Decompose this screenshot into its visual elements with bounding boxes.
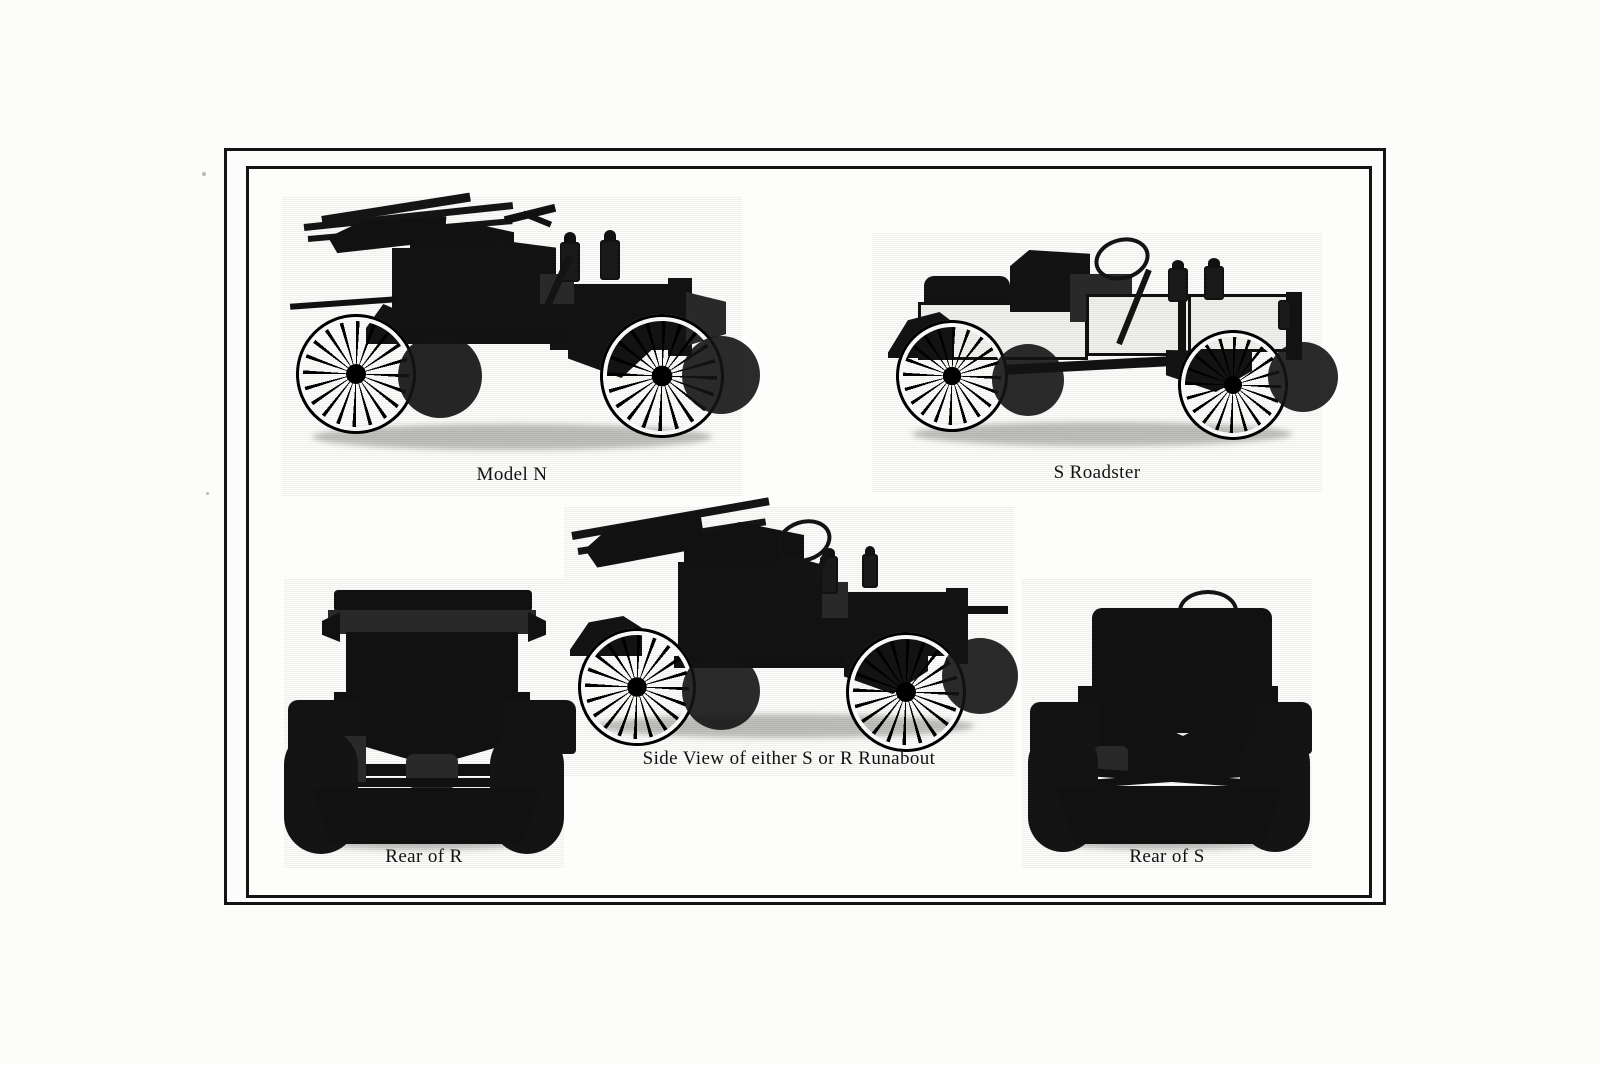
rear-deck-rail [289, 296, 397, 310]
photo-model-n [282, 192, 760, 496]
spring-leaf [314, 778, 546, 787]
figure-rear-of-r: Rear of R [284, 578, 576, 868]
photo-side-view-runabout [564, 497, 1018, 776]
body-side-panel [1086, 294, 1196, 356]
scan-speck [202, 172, 206, 176]
top-bow-end [528, 612, 546, 642]
caption-model-n: Model N [476, 464, 548, 485]
side-lamp-icon [862, 554, 878, 588]
side-lamp-icon [824, 548, 835, 558]
seat-back-panel [1092, 608, 1272, 690]
side-lamp-icon [604, 230, 616, 242]
caption-rear-of-s: Rear of S [1129, 846, 1205, 867]
offside-rear-wheel [992, 344, 1064, 416]
rear-apron [312, 788, 540, 844]
turtle-deck [924, 276, 1010, 306]
rear-apron [1056, 786, 1282, 844]
side-lamp-icon [1208, 258, 1220, 268]
side-lamp-icon [1168, 268, 1188, 302]
front-bumper-rail [964, 606, 1008, 614]
offside-rear-wheel [398, 334, 482, 418]
figure-side-view-runabout: Side View of either S or R Runabout [564, 497, 1018, 776]
caption-side-view-runabout: Side View of either S or R Runabout [642, 748, 936, 769]
head-lamp-icon [1278, 300, 1292, 330]
side-lamp-icon [1172, 260, 1184, 270]
offside-front-wheel [682, 336, 760, 414]
rear-wheel [896, 320, 1008, 432]
scan-speck [206, 492, 209, 495]
rear-wheel [578, 628, 696, 746]
side-lamp-icon [564, 232, 576, 244]
top-bow-end [322, 612, 340, 642]
offside-rear-wheel [682, 652, 760, 730]
caption-s-roadster: S Roadster [1053, 462, 1141, 483]
plate-frame-outer [224, 148, 1386, 905]
figure-s-roadster: S Roadster [872, 231, 1338, 492]
photo-s-roadster [872, 231, 1338, 492]
cowl-strip [1178, 292, 1186, 354]
side-lamp-icon [600, 240, 620, 280]
figure-rear-of-s: Rear of S [1022, 578, 1312, 868]
body-rear-panel [678, 562, 766, 658]
side-lamp-icon [1204, 266, 1224, 300]
caption-rear-of-r: Rear of R [385, 846, 463, 867]
offside-front-wheel [1268, 342, 1338, 412]
photo-rear-of-s [1022, 578, 1312, 868]
figure-model-n: Model N [282, 192, 760, 496]
photo-rear-of-r [284, 578, 576, 868]
offside-front-wheel [942, 638, 1018, 714]
body-seam-highlight [1108, 702, 1252, 736]
top-bow-bundle [328, 610, 536, 634]
folded-top-deck [334, 590, 532, 612]
side-lamp-icon [865, 546, 875, 556]
rear-axle [1042, 764, 1302, 775]
